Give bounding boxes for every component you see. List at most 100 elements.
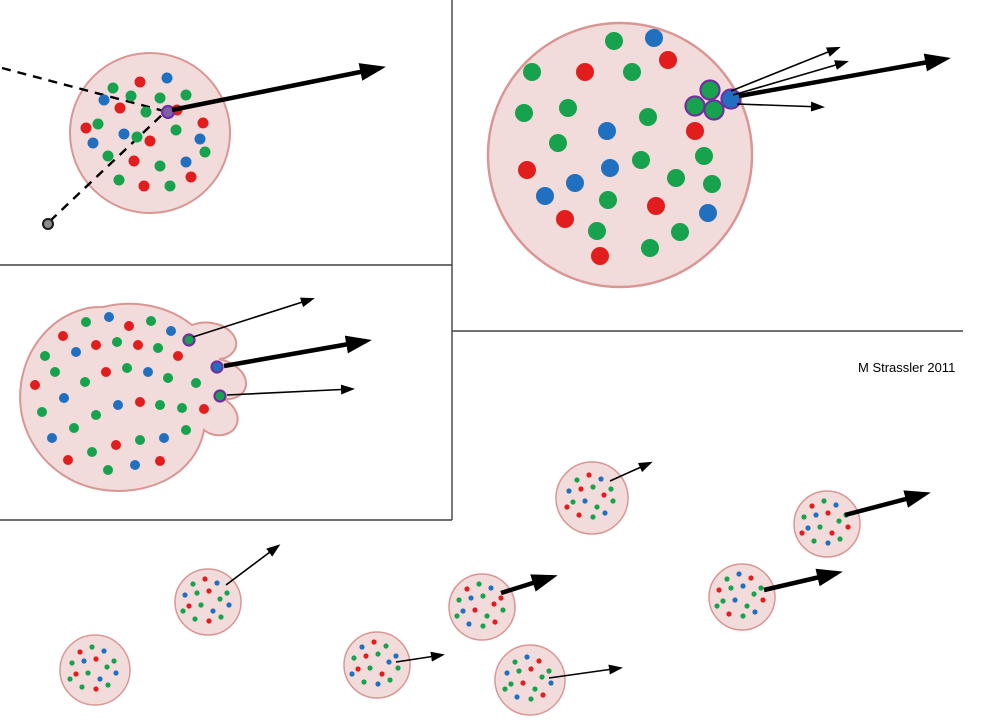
mini-proton-7 [343, 631, 411, 699]
quark-dot-g [131, 131, 143, 143]
quark-dot-b [81, 658, 87, 664]
quark-dot-r [363, 653, 369, 659]
quark-dot-r [185, 171, 197, 183]
quark-dot-g [218, 614, 224, 620]
quark-dot-r [379, 671, 385, 677]
quark-dot-g [104, 664, 110, 670]
mini-proton-5 [708, 563, 776, 631]
quark-dot-b [104, 312, 114, 322]
quark-dot-b [101, 648, 107, 654]
mini-proton-4 [448, 573, 516, 641]
quark-dot-r [128, 155, 140, 167]
quark-dot-g [532, 686, 538, 692]
quark-dot-b [386, 659, 392, 665]
jet-arrow-thin [192, 297, 315, 338]
quark-dot-b [159, 433, 169, 443]
quark-dot-r [134, 76, 146, 88]
quark-dot-g [181, 425, 191, 435]
quark-dot-r [173, 351, 183, 361]
quark-dot-r [726, 611, 732, 617]
quark-dot-g [632, 151, 650, 169]
quark-dot-r [748, 575, 754, 581]
quark-dot-b [375, 681, 381, 687]
quark-dot-g [570, 499, 576, 505]
quark-dot-g [751, 591, 757, 597]
quark-dot-r [829, 530, 835, 536]
quark-dot-g [103, 465, 113, 475]
quark-dot-b [460, 608, 466, 614]
quark-dot-r [133, 340, 143, 350]
quark-dot-g [476, 581, 482, 587]
quark-dot-g [383, 643, 389, 649]
mini-proton-6 [59, 634, 131, 706]
quark-dot-r [601, 492, 607, 498]
quark-dot-b [393, 653, 399, 659]
quark-dot-r [576, 512, 582, 518]
jet-arrow-thin [226, 384, 355, 396]
quark-dot-g [639, 108, 657, 126]
quark-dot-r [472, 607, 478, 613]
jet-arrow-thick [500, 574, 558, 596]
quark-dot-b [71, 347, 81, 357]
quark-dot-b [468, 595, 474, 601]
quark-dot-g [758, 585, 764, 591]
quark-dot-r [576, 63, 594, 81]
quark-dot-g [37, 407, 47, 417]
quark-dot-g [153, 343, 163, 353]
quark-dot-g [112, 337, 122, 347]
struck-quark-dot [182, 333, 196, 347]
quark-dot-b [699, 204, 717, 222]
quark-dot-g [744, 603, 750, 609]
quark-dot-g [724, 576, 730, 582]
quark-dot-r [809, 503, 815, 509]
mini-proton-2 [793, 490, 861, 558]
quark-dot-g [703, 175, 721, 193]
quark-dot-r [371, 639, 377, 645]
quark-dot-b [130, 460, 140, 470]
struck-quark-dot [684, 95, 706, 117]
quark-dot-g [667, 169, 685, 187]
quark-dot-b [514, 694, 520, 700]
quark-dot-b [602, 510, 608, 516]
quark-dot-r [464, 586, 470, 592]
quark-dot-r [80, 122, 92, 134]
quark-dot-b [97, 676, 103, 682]
quark-dot-g [111, 658, 117, 664]
quark-dot-r [111, 440, 121, 450]
quark-dot-g [641, 239, 659, 257]
quark-dot-g [821, 498, 827, 504]
quark-dot-g [590, 514, 596, 520]
quark-dot-r [799, 530, 805, 536]
quark-dot-g [539, 674, 545, 680]
quark-dot-r [492, 619, 498, 625]
quark-dot-g [163, 373, 173, 383]
quark-dot-g [107, 82, 119, 94]
quark-dot-g [351, 655, 357, 661]
quark-dot-g [395, 665, 401, 671]
quark-dot-g [456, 597, 462, 603]
quark-dot-g [500, 607, 506, 613]
quark-dot-r [536, 658, 542, 664]
jet-arrow-thick [223, 335, 372, 369]
quark-dot-g [610, 498, 616, 504]
quark-dot-g [69, 423, 79, 433]
quark-dot-r [202, 576, 208, 582]
quark-dot-r [528, 666, 534, 672]
quark-dot-g [122, 363, 132, 373]
jet-arrow-thin [395, 651, 445, 663]
quark-dot-r [518, 161, 536, 179]
quark-dot-r [564, 504, 570, 510]
quark-dot-g [523, 63, 541, 81]
quark-dot-r [63, 455, 73, 465]
quark-dot-b [182, 592, 188, 598]
quark-dot-g [81, 317, 91, 327]
quark-dot-g [671, 223, 689, 241]
quark-dot-g [135, 435, 145, 445]
quark-dot-g [40, 351, 50, 361]
quark-dot-r [73, 671, 79, 677]
attribution-text: M Strassler 2011 [858, 360, 956, 375]
quark-dot-g [559, 99, 577, 117]
quark-dot-g [740, 613, 746, 619]
quark-dot-g [695, 147, 713, 165]
quark-dot-g [180, 608, 186, 614]
